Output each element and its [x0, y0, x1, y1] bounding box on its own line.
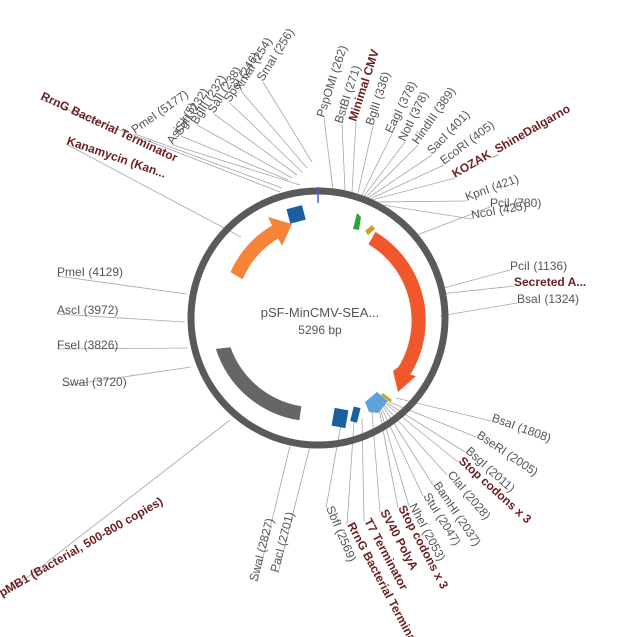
- rrng-terminator-box-bottom[interactable]: [331, 407, 349, 429]
- leader-line-ecori: [369, 164, 445, 200]
- leader-line-pmb1: [1, 419, 231, 598]
- leader-line-saci: [367, 154, 433, 199]
- leader-line-pmei4129: [56, 275, 188, 295]
- leader-line-swai2827: [256, 445, 291, 583]
- leader-line-stop1: [385, 403, 459, 463]
- leader-line-ncoi: [375, 203, 473, 220]
- label-pmei4129[interactable]: PmeI (4129): [57, 265, 123, 279]
- stop-codons-feature[interactable]: [381, 393, 392, 402]
- secreted-feature-arrow[interactable]: [368, 231, 426, 392]
- label-secreted[interactable]: Secreted A...: [514, 275, 586, 289]
- leader-line-paci: [277, 445, 311, 574]
- leader-line-asci: [56, 313, 186, 323]
- sv40-polya-feature[interactable]: [365, 392, 388, 413]
- pmb1-feature[interactable]: [215, 347, 302, 421]
- leader-line-sbfi: [325, 423, 342, 509]
- plasmid-size: 5296 bp: [298, 323, 342, 337]
- leader-line-pci1136: [439, 269, 511, 290]
- minimal-cmv-feature[interactable]: [353, 213, 361, 230]
- label-fsei[interactable]: FseI (3826): [57, 338, 118, 352]
- leader-line-bglii: [196, 124, 293, 179]
- leader-line-mincmv: [351, 121, 357, 193]
- leader-line-rrng1: [39, 98, 281, 193]
- leader-line-smai: [262, 81, 313, 163]
- label-asci[interactable]: AscI (3972): [57, 303, 118, 317]
- kanamycin-feature-arrow[interactable]: [230, 217, 293, 280]
- t7-terminator-box[interactable]: [350, 406, 361, 423]
- label-swai3720[interactable]: SwaI (3720): [62, 375, 127, 389]
- plasmid-name: pSF-MinCMV-SEA...: [261, 305, 379, 320]
- leader-line-hindiii: [365, 144, 419, 198]
- leader-line-asisi: [172, 144, 301, 186]
- leader-line-kan: [65, 143, 242, 238]
- leader-line-pci780: [416, 206, 491, 236]
- leader-line-bsai1324: [439, 302, 518, 317]
- leader-line-bstbi: [341, 123, 346, 191]
- leader-line-xmai: [240, 90, 308, 169]
- label-pmb1[interactable]: pMB1 (Bacterial, 500-800 copies): [0, 494, 165, 599]
- label-bsai1324[interactable]: BsaI (1324): [517, 292, 579, 306]
- leader-line-eagi: [361, 133, 393, 196]
- leader-line-psp: [323, 117, 334, 191]
- leader-line-pmei5177: [134, 133, 283, 189]
- leader-line-bglii336: [357, 125, 374, 194]
- leader-line-noti: [363, 141, 406, 197]
- leader-line-spei: [229, 102, 303, 173]
- label-pci1136[interactable]: PciI (1136): [510, 259, 567, 273]
- leader-line-clai: [383, 404, 448, 476]
- leader-line-kozak: [371, 177, 456, 201]
- leader-line-kpni: [373, 200, 468, 203]
- leader-line-bamhi: [382, 405, 434, 486]
- leader-line-sgfi: [180, 135, 289, 181]
- kozak-feature[interactable]: [365, 225, 375, 235]
- rrng-terminator-box-top[interactable]: [286, 205, 306, 224]
- map-labels: SmaI (256)XmaI (254)SpeI (246)SalI (238)…: [0, 26, 586, 637]
- label-pci780[interactable]: PciI (780): [490, 196, 541, 210]
- leader-line-secreted: [440, 285, 515, 295]
- leader-line-sali: [213, 113, 298, 176]
- leader-line-fsei: [56, 347, 189, 350]
- leader-line-swai3720: [61, 366, 192, 387]
